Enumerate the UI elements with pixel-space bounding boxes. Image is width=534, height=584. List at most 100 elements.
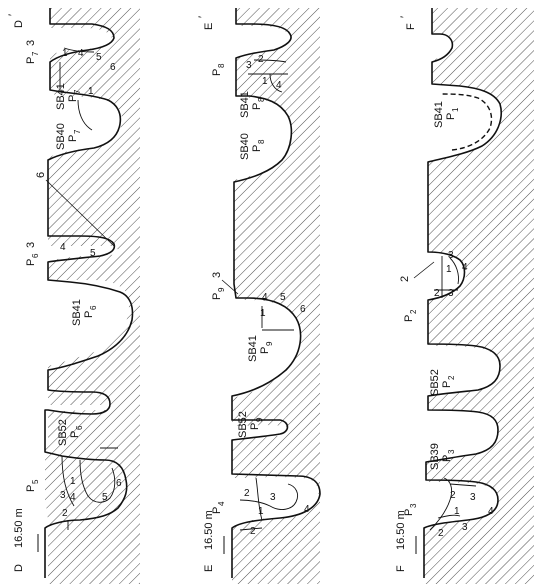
layer-number: 6	[110, 62, 116, 73]
pit-label-f-sb41: SB41 P 1	[433, 101, 460, 128]
svg-text:7: 7	[31, 51, 40, 56]
layer-number: 4	[276, 80, 282, 91]
callout-leader-e	[221, 279, 239, 295]
layer-number: 2	[438, 528, 444, 539]
svg-text:P: P	[67, 135, 79, 142]
section-end-label-d: D	[13, 20, 25, 28]
layer-number: 5	[280, 292, 286, 303]
layer-number: 2	[250, 526, 256, 537]
svg-text:P: P	[445, 113, 457, 120]
section-start-label-e: E	[203, 565, 215, 572]
svg-text:SB41: SB41	[433, 101, 445, 128]
layer-lines-d	[59, 47, 118, 530]
layer-lines-e	[239, 59, 299, 531]
pit-label-f-sb52: SB52 P 2	[429, 369, 456, 396]
section-start-label-d: D	[13, 564, 25, 572]
section-end-mark-f: ′	[399, 16, 411, 18]
ground-line-f	[423, 8, 502, 578]
layer-number: 4	[262, 292, 268, 303]
layer-number: 5	[102, 492, 108, 503]
layer-number: 1	[88, 86, 94, 97]
svg-text:P: P	[211, 293, 223, 300]
profile-f: 2 1 2 3 3 4 2 3 1 3 4 F 16.50 m F ′ P 3 …	[395, 8, 534, 584]
layer-number: 4	[78, 48, 84, 59]
pit-label-f-p2: P 2	[403, 309, 418, 322]
section-end-label-e: E	[203, 23, 215, 30]
svg-text:6: 6	[75, 425, 84, 430]
layer-number: 4	[70, 492, 76, 503]
pit-label-f-sb39: SB39 P 3	[429, 443, 456, 470]
svg-text:P: P	[67, 95, 79, 102]
section-start-label-f: F	[395, 565, 407, 572]
svg-text:8: 8	[217, 63, 226, 68]
svg-text:9: 9	[217, 287, 226, 292]
layer-number: 3	[60, 490, 66, 501]
layer-number: 6	[300, 304, 306, 315]
svg-text:P: P	[441, 381, 453, 388]
svg-text:SB41: SB41	[55, 83, 67, 110]
layer-numbers-d: 1 2 3 4 5 6 1 4 5 1 4 5 6	[60, 48, 122, 519]
svg-text:1: 1	[451, 107, 460, 112]
svg-text:P: P	[211, 507, 223, 514]
pit-label-d-sb41-p6: SB41 P 6	[71, 299, 98, 326]
pit-label-d-p5: P 5	[25, 479, 40, 492]
pit-label-e-sb52: SB52 P 9	[237, 411, 264, 438]
svg-text:9: 9	[265, 341, 274, 346]
svg-text:P: P	[25, 259, 37, 266]
callout-number-e: 3	[211, 272, 223, 278]
svg-text:P: P	[441, 455, 453, 462]
svg-text:SB52: SB52	[237, 411, 249, 438]
svg-text:P: P	[403, 509, 415, 516]
pit-label-d-p7: P 7 3	[25, 40, 40, 64]
callout-number-d: 6	[35, 172, 47, 178]
svg-text:SB41: SB41	[247, 335, 259, 362]
svg-text:P: P	[251, 145, 263, 152]
layer-number: 1	[446, 264, 452, 275]
layer-number: 1	[454, 506, 460, 517]
svg-text:P: P	[25, 57, 37, 64]
pit-label-d-p6: P 6 3	[25, 242, 40, 266]
pit-label-e-p9: P 9	[211, 287, 226, 300]
svg-text:3: 3	[25, 40, 37, 46]
layer-number: 2	[434, 288, 440, 299]
layer-number: 1	[70, 476, 76, 487]
pit-label-d-sb40: SB40 P 7	[55, 123, 82, 150]
ground-line-e	[231, 8, 321, 578]
svg-text:SB40: SB40	[239, 133, 251, 160]
layer-number: 4	[304, 504, 310, 515]
callout-leader-f	[413, 261, 435, 279]
svg-text:2: 2	[409, 309, 418, 314]
section-end-mark-e: ′	[197, 16, 209, 18]
soil-hatch-f	[424, 8, 534, 584]
layer-number: 1	[262, 76, 268, 87]
layer-number: 2	[244, 488, 250, 499]
layer-number: 2	[62, 508, 68, 519]
svg-text:3: 3	[409, 503, 418, 508]
svg-text:SB41: SB41	[71, 299, 83, 326]
layer-numbers-e: 2 1 2 3 4 1 4 5 6 3 1 4 2	[244, 54, 310, 537]
layer-number: 3	[470, 492, 476, 503]
svg-text:9: 9	[255, 417, 264, 422]
pit-label-e-sb41-p9: SB41 P 9	[247, 335, 274, 362]
svg-text:P: P	[403, 315, 415, 322]
elevation-label-f: 16.50 m	[395, 510, 407, 550]
layer-number: 3	[448, 250, 454, 261]
svg-text:SB39: SB39	[429, 443, 441, 470]
svg-text:4: 4	[217, 501, 226, 506]
layer-number: 3	[270, 492, 276, 503]
pit-label-d-sb52: SB52 P 6	[57, 419, 84, 446]
svg-text:SB41: SB41	[239, 91, 251, 118]
pit-label-e-p8: P 8	[211, 63, 226, 76]
layer-numbers-f: 2 1 2 3 3 4 2 3 1 3 4	[434, 250, 494, 539]
svg-text:7: 7	[73, 129, 82, 134]
layer-number: 4	[462, 262, 468, 273]
svg-text:SB52: SB52	[429, 369, 441, 396]
profile-e: 2 1 2 3 4 1 4 5 6 3 1 4 2 E 16.50 m E ′ …	[197, 8, 321, 584]
callout-number-f: 2	[399, 276, 411, 282]
pit-label-d-sb41-p7: SB41 P 7	[55, 83, 82, 110]
svg-text:8: 8	[257, 139, 266, 144]
layer-number: 3	[462, 522, 468, 533]
layer-number: 2	[258, 54, 264, 65]
layer-number: 1	[260, 308, 266, 319]
